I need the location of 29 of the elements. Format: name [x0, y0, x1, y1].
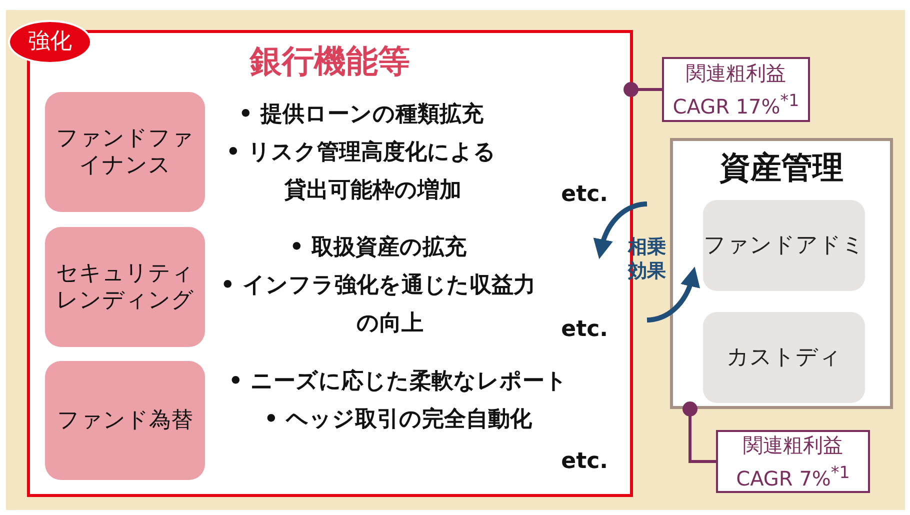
bullet-text: • ヘッジ取引の完全自動化: [263, 406, 533, 434]
etc-note: etc.: [561, 316, 608, 344]
service-label: ファンドアドミ: [704, 232, 864, 260]
service-label: 強化: [28, 28, 72, 56]
service-box: [45, 361, 205, 480]
bullet-text: • ニーズに応じた柔軟なレポート: [228, 368, 568, 396]
service-label: セキュリティレンディング: [55, 260, 195, 314]
asset-management-panel: [670, 138, 893, 409]
panel-title: 銀行機能等: [250, 41, 410, 81]
bullet-text: • インフラ強化を通じた収益力の向上: [220, 272, 536, 338]
service-label: カストディ: [726, 344, 842, 372]
service-label: ファンドファイナンス: [55, 124, 195, 180]
callout-box: [662, 57, 810, 122]
service-label: ファンド為替: [57, 406, 193, 434]
etc-note: etc.: [561, 448, 608, 476]
leader-line: [682, 402, 716, 463]
bullet-text: • 提供ローンの種類拡充: [238, 100, 484, 129]
service-box: [703, 312, 865, 403]
service-box: [703, 200, 865, 291]
etc-note: etc.: [561, 181, 608, 209]
growth-note: 関連粗利益 CAGR 7%$^{*1}$: [735, 432, 851, 492]
callout-box: [716, 430, 870, 493]
service-box: [45, 92, 205, 212]
bullet-text: • 取扱資産の拡充: [288, 234, 468, 262]
leader-line: [624, 82, 662, 97]
bullet-text: • リスク管理高度化による貸出可能枠の増加: [225, 138, 497, 205]
service-box: [45, 227, 205, 347]
panel-title: 資産管理: [720, 149, 844, 188]
growth-note: 関連粗利益 CAGR 17%$^{*1}$: [672, 60, 800, 120]
